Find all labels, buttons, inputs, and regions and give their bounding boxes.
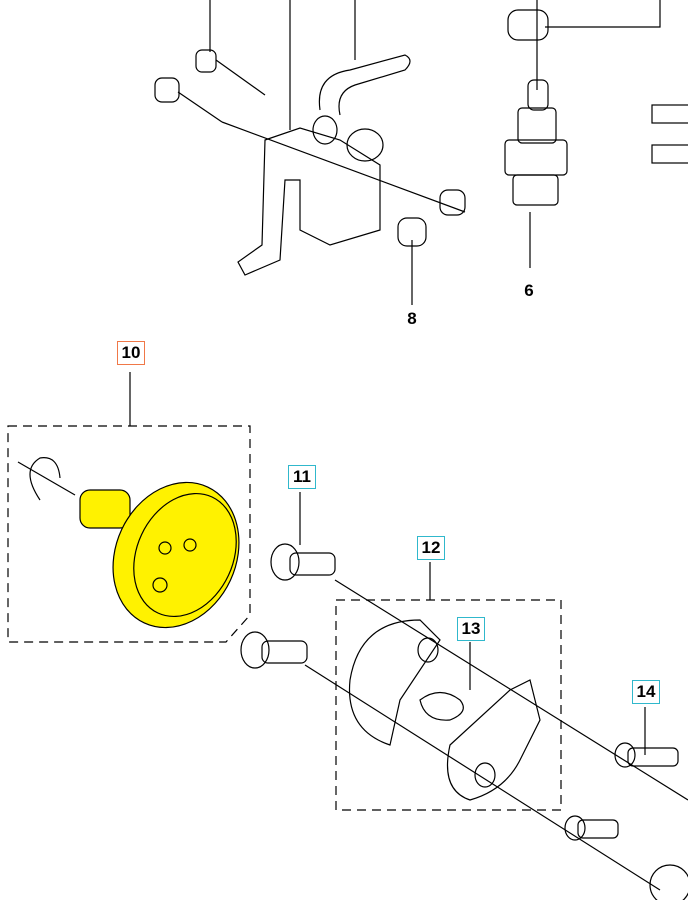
callout-11[interactable]: 11	[288, 465, 316, 489]
callout-13[interactable]: 13	[457, 617, 485, 641]
callout-14[interactable]: 14	[632, 680, 660, 704]
callout-12[interactable]: 12	[417, 536, 445, 560]
leader-lines	[129, 0, 661, 755]
spark-plug-drawing	[504, 9, 688, 206]
ignition-module-drawing	[154, 49, 466, 276]
clutch-drum-group	[7, 425, 251, 643]
clutch-shoe-group	[335, 599, 688, 900]
callout-10[interactable]: 10	[117, 341, 145, 365]
pin-drawing	[240, 543, 688, 891]
callout-6[interactable]: 6	[520, 280, 538, 302]
callout-8[interactable]: 8	[404, 308, 420, 330]
